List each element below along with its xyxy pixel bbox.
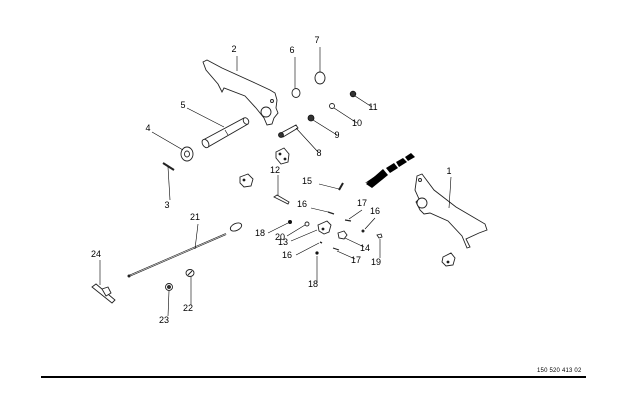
part-17a-cotter[interactable] (344, 219, 352, 222)
part-3-pin[interactable] (162, 162, 175, 171)
part-23-nut[interactable] (165, 283, 173, 291)
part-12-cable-end[interactable] (273, 194, 290, 205)
leader-line-16a (310, 207, 329, 213)
callout-label-10: 10 (352, 118, 362, 128)
callout-label-5: 5 (180, 100, 185, 110)
leader-line-18a (267, 222, 289, 234)
part-13-clamp[interactable] (317, 220, 332, 235)
leader-line-14 (344, 237, 365, 248)
part-7-ring[interactable] (314, 71, 326, 85)
part-18b-ball[interactable] (315, 251, 319, 255)
leader-line-10 (333, 107, 358, 124)
part-6-ring[interactable] (291, 88, 301, 98)
callout-label-11: 11 (368, 102, 377, 112)
callout-label-14: 14 (360, 243, 370, 253)
part-16b-pin[interactable] (319, 241, 323, 244)
callout-label-2: 2 (231, 44, 236, 54)
callout-labels: 1234567891011121314151616161717181819202… (91, 35, 452, 325)
callout-label-13: 13 (278, 237, 288, 247)
part-19-hook[interactable] (376, 233, 383, 239)
leader-line-3 (167, 166, 171, 201)
clamp-lower[interactable] (239, 173, 254, 188)
part-10-washer[interactable] (329, 103, 335, 109)
callout-label-20: 20 (275, 232, 285, 242)
callout-label-21: 21 (190, 212, 200, 222)
callout-label-18b: 18 (308, 279, 318, 289)
part-9-nut[interactable] (307, 114, 315, 122)
callout-label-24: 24 (91, 249, 101, 259)
callout-label-18a: 18 (255, 228, 265, 238)
part-17b-cotter[interactable] (332, 247, 340, 251)
leader-line-23 (167, 290, 170, 317)
clamp-bottom-right[interactable] (441, 252, 456, 267)
callout-label-7: 7 (314, 35, 319, 45)
part-16c-pin[interactable] (361, 229, 365, 233)
part-11-nut[interactable] (349, 90, 357, 98)
part-15-screw[interactable] (338, 182, 344, 191)
callout-label-17a: 17 (357, 198, 367, 208)
part-14-clip[interactable] (337, 230, 348, 240)
callout-label-22: 22 (183, 303, 193, 313)
callout-label-16c: 16 (370, 206, 380, 216)
leader-line-17a (348, 209, 363, 220)
part-2-lever[interactable] (202, 59, 279, 126)
callout-label-19: 19 (371, 257, 381, 267)
leader-line-8 (295, 127, 319, 153)
callout-label-17b: 17 (351, 255, 361, 265)
callout-label-23: 23 (159, 315, 169, 325)
part-18a-ball[interactable] (288, 220, 292, 224)
part-5-shaft[interactable] (201, 117, 250, 149)
leader-line-16b (295, 242, 320, 256)
leader-line-1 (448, 176, 452, 209)
callout-label-1: 1 (446, 166, 451, 176)
leader-line-4 (151, 131, 184, 151)
callout-label-16a: 16 (297, 199, 307, 209)
callout-label-3: 3 (164, 200, 169, 210)
leader-line-20 (286, 224, 306, 237)
leader-line-5 (186, 107, 225, 128)
leader-line-15 (318, 183, 340, 190)
leader-line-9 (312, 119, 338, 136)
part-24-handle[interactable] (91, 283, 116, 304)
part-20-washer[interactable] (304, 221, 310, 227)
bottom-rule-divider (41, 376, 586, 378)
callout-label-12: 12 (270, 165, 280, 175)
callout-label-8: 8 (316, 148, 321, 158)
callout-label-6: 6 (289, 45, 294, 55)
part-1-lever[interactable] (414, 173, 488, 249)
leader-line-16c (364, 217, 376, 230)
callout-label-15: 15 (302, 176, 312, 186)
part-22-knob[interactable] (185, 269, 195, 277)
part-21-rod[interactable] (127, 221, 243, 278)
direction-arrow-icon (365, 153, 415, 188)
callout-label-16b: 16 (282, 250, 292, 260)
leader-line-13 (290, 229, 318, 242)
part-4-washer[interactable] (180, 146, 194, 162)
leader-line-17b (336, 250, 356, 260)
callout-label-9: 9 (334, 130, 339, 140)
drawing-number: 150 520 413 02 (537, 368, 582, 374)
callout-label-4: 4 (145, 123, 150, 133)
leader-line-21 (194, 223, 199, 250)
clamp-upper[interactable] (275, 147, 290, 165)
leader-line-11 (354, 95, 373, 108)
part-16a-pin[interactable] (327, 211, 335, 215)
part-8-bolt[interactable] (278, 124, 299, 138)
